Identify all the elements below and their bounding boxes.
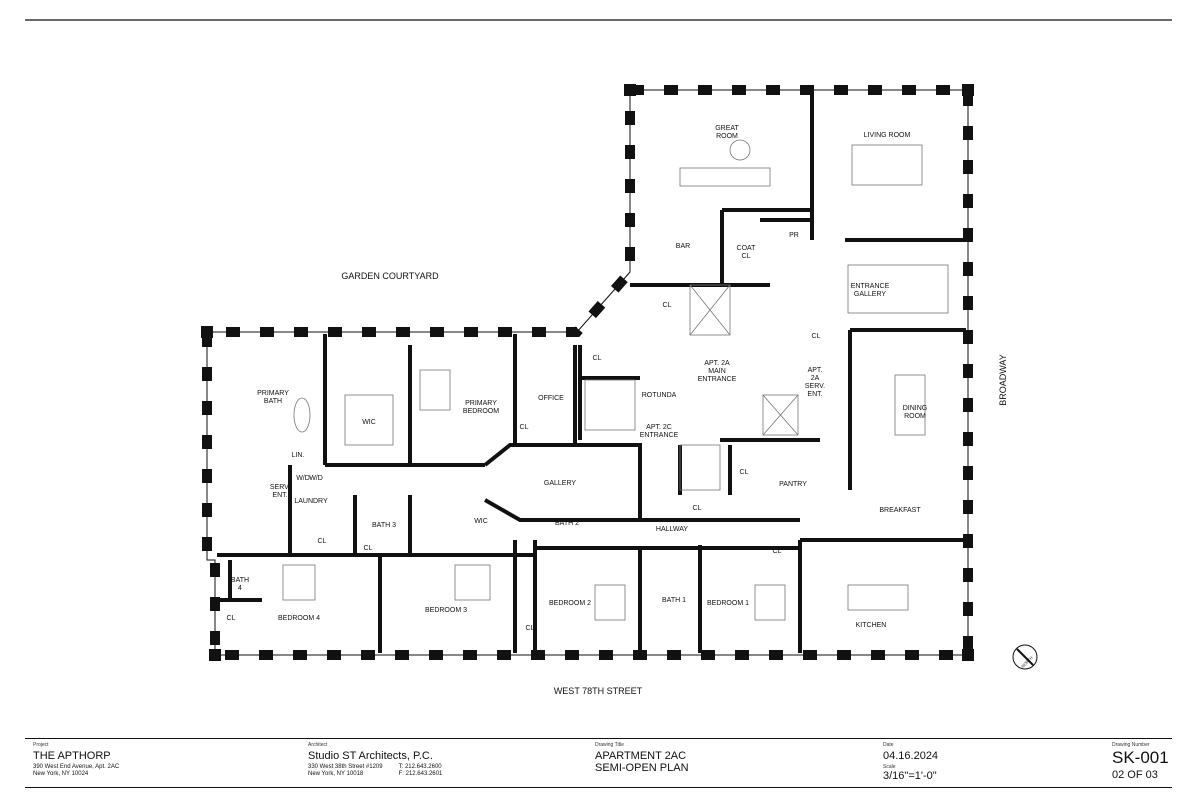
garden-courtyard-label: GARDEN COURTYARD — [341, 271, 439, 281]
north-arrow: NORTH — [1012, 644, 1038, 670]
bed-4 — [282, 564, 316, 601]
dining-table — [894, 374, 926, 436]
room-label-serv-ent: SERV.ENT. — [270, 484, 290, 499]
bed-1 — [754, 584, 786, 621]
room-label-cl-serv: CL — [812, 333, 821, 340]
room-label-cl-office: CL — [593, 355, 602, 362]
gallery-table — [847, 264, 949, 314]
room-label-bedroom1: BEDROOM 1 — [707, 600, 749, 607]
room-label-cl-office2: CL — [520, 424, 529, 431]
room-label-wd2: W/D — [309, 475, 323, 482]
room-label-cl-top: CL — [663, 302, 672, 309]
room-label-wic-primary: WIC — [362, 419, 376, 426]
room-label-cl-pantry: CL — [740, 469, 749, 476]
room-label-rotunda: ROTUNDA — [642, 392, 677, 399]
elevator-main — [689, 284, 731, 336]
living-sofa — [851, 144, 923, 186]
room-label-gallery: GALLERY — [544, 480, 576, 487]
room-label-cl-hall: CL — [693, 505, 702, 512]
room-label-bedroom3: BEDROOM 3 — [425, 607, 467, 614]
bed-3 — [454, 564, 491, 601]
room-label-wic-gallery: WIC — [474, 518, 488, 525]
room-label-cl-b4: CL — [227, 615, 236, 622]
great-room-table — [729, 139, 751, 161]
room-label-cl-b2: CL — [526, 625, 535, 632]
bathtub — [293, 397, 311, 433]
broadway-label: BROADWAY — [998, 354, 1008, 406]
room-label-pr: PR — [789, 232, 799, 239]
room-label-office: OFFICE — [538, 395, 564, 402]
exterior-walls — [201, 84, 974, 661]
room-label-bedroom2: BEDROOM 2 — [549, 600, 591, 607]
room-label-kitchen: KITCHEN — [856, 622, 887, 629]
stair — [584, 379, 636, 431]
room-label-breakfast: BREAKFAST — [879, 507, 921, 514]
stair-2 — [679, 444, 721, 491]
west-78th-street-label: WEST 78TH STREET — [554, 686, 643, 696]
room-label-laundry: LAUNDRY — [294, 498, 328, 505]
wic-island — [344, 394, 394, 446]
room-label-bath1: BATH 1 — [662, 597, 686, 604]
room-label-cl-laundry: CL — [318, 538, 327, 545]
room-label-bar: BAR — [676, 243, 690, 250]
room-label-hallway: HALLWAY — [656, 526, 688, 533]
primary-bed — [419, 369, 451, 411]
elevator-service — [762, 394, 799, 436]
room-label-bath2: BATH 2 — [555, 520, 579, 527]
room-label-living-room: LIVING ROOM — [864, 132, 911, 139]
fixtures — [282, 139, 949, 621]
room-label-bedroom4: BEDROOM 4 — [278, 615, 320, 622]
room-label-pantry: PANTRY — [779, 481, 807, 488]
room-label-cl-b1: CL — [773, 548, 782, 555]
interior-walls — [217, 92, 966, 653]
room-label-bath3: BATH 3 — [372, 522, 396, 529]
bed-2 — [594, 584, 626, 621]
kitchen-island — [847, 584, 909, 611]
great-room-sofa — [679, 167, 771, 187]
room-label-cl-b3a: CL — [364, 545, 373, 552]
room-label-wd1: W/D — [296, 475, 310, 482]
room-label-lin: LIN. — [292, 452, 305, 459]
